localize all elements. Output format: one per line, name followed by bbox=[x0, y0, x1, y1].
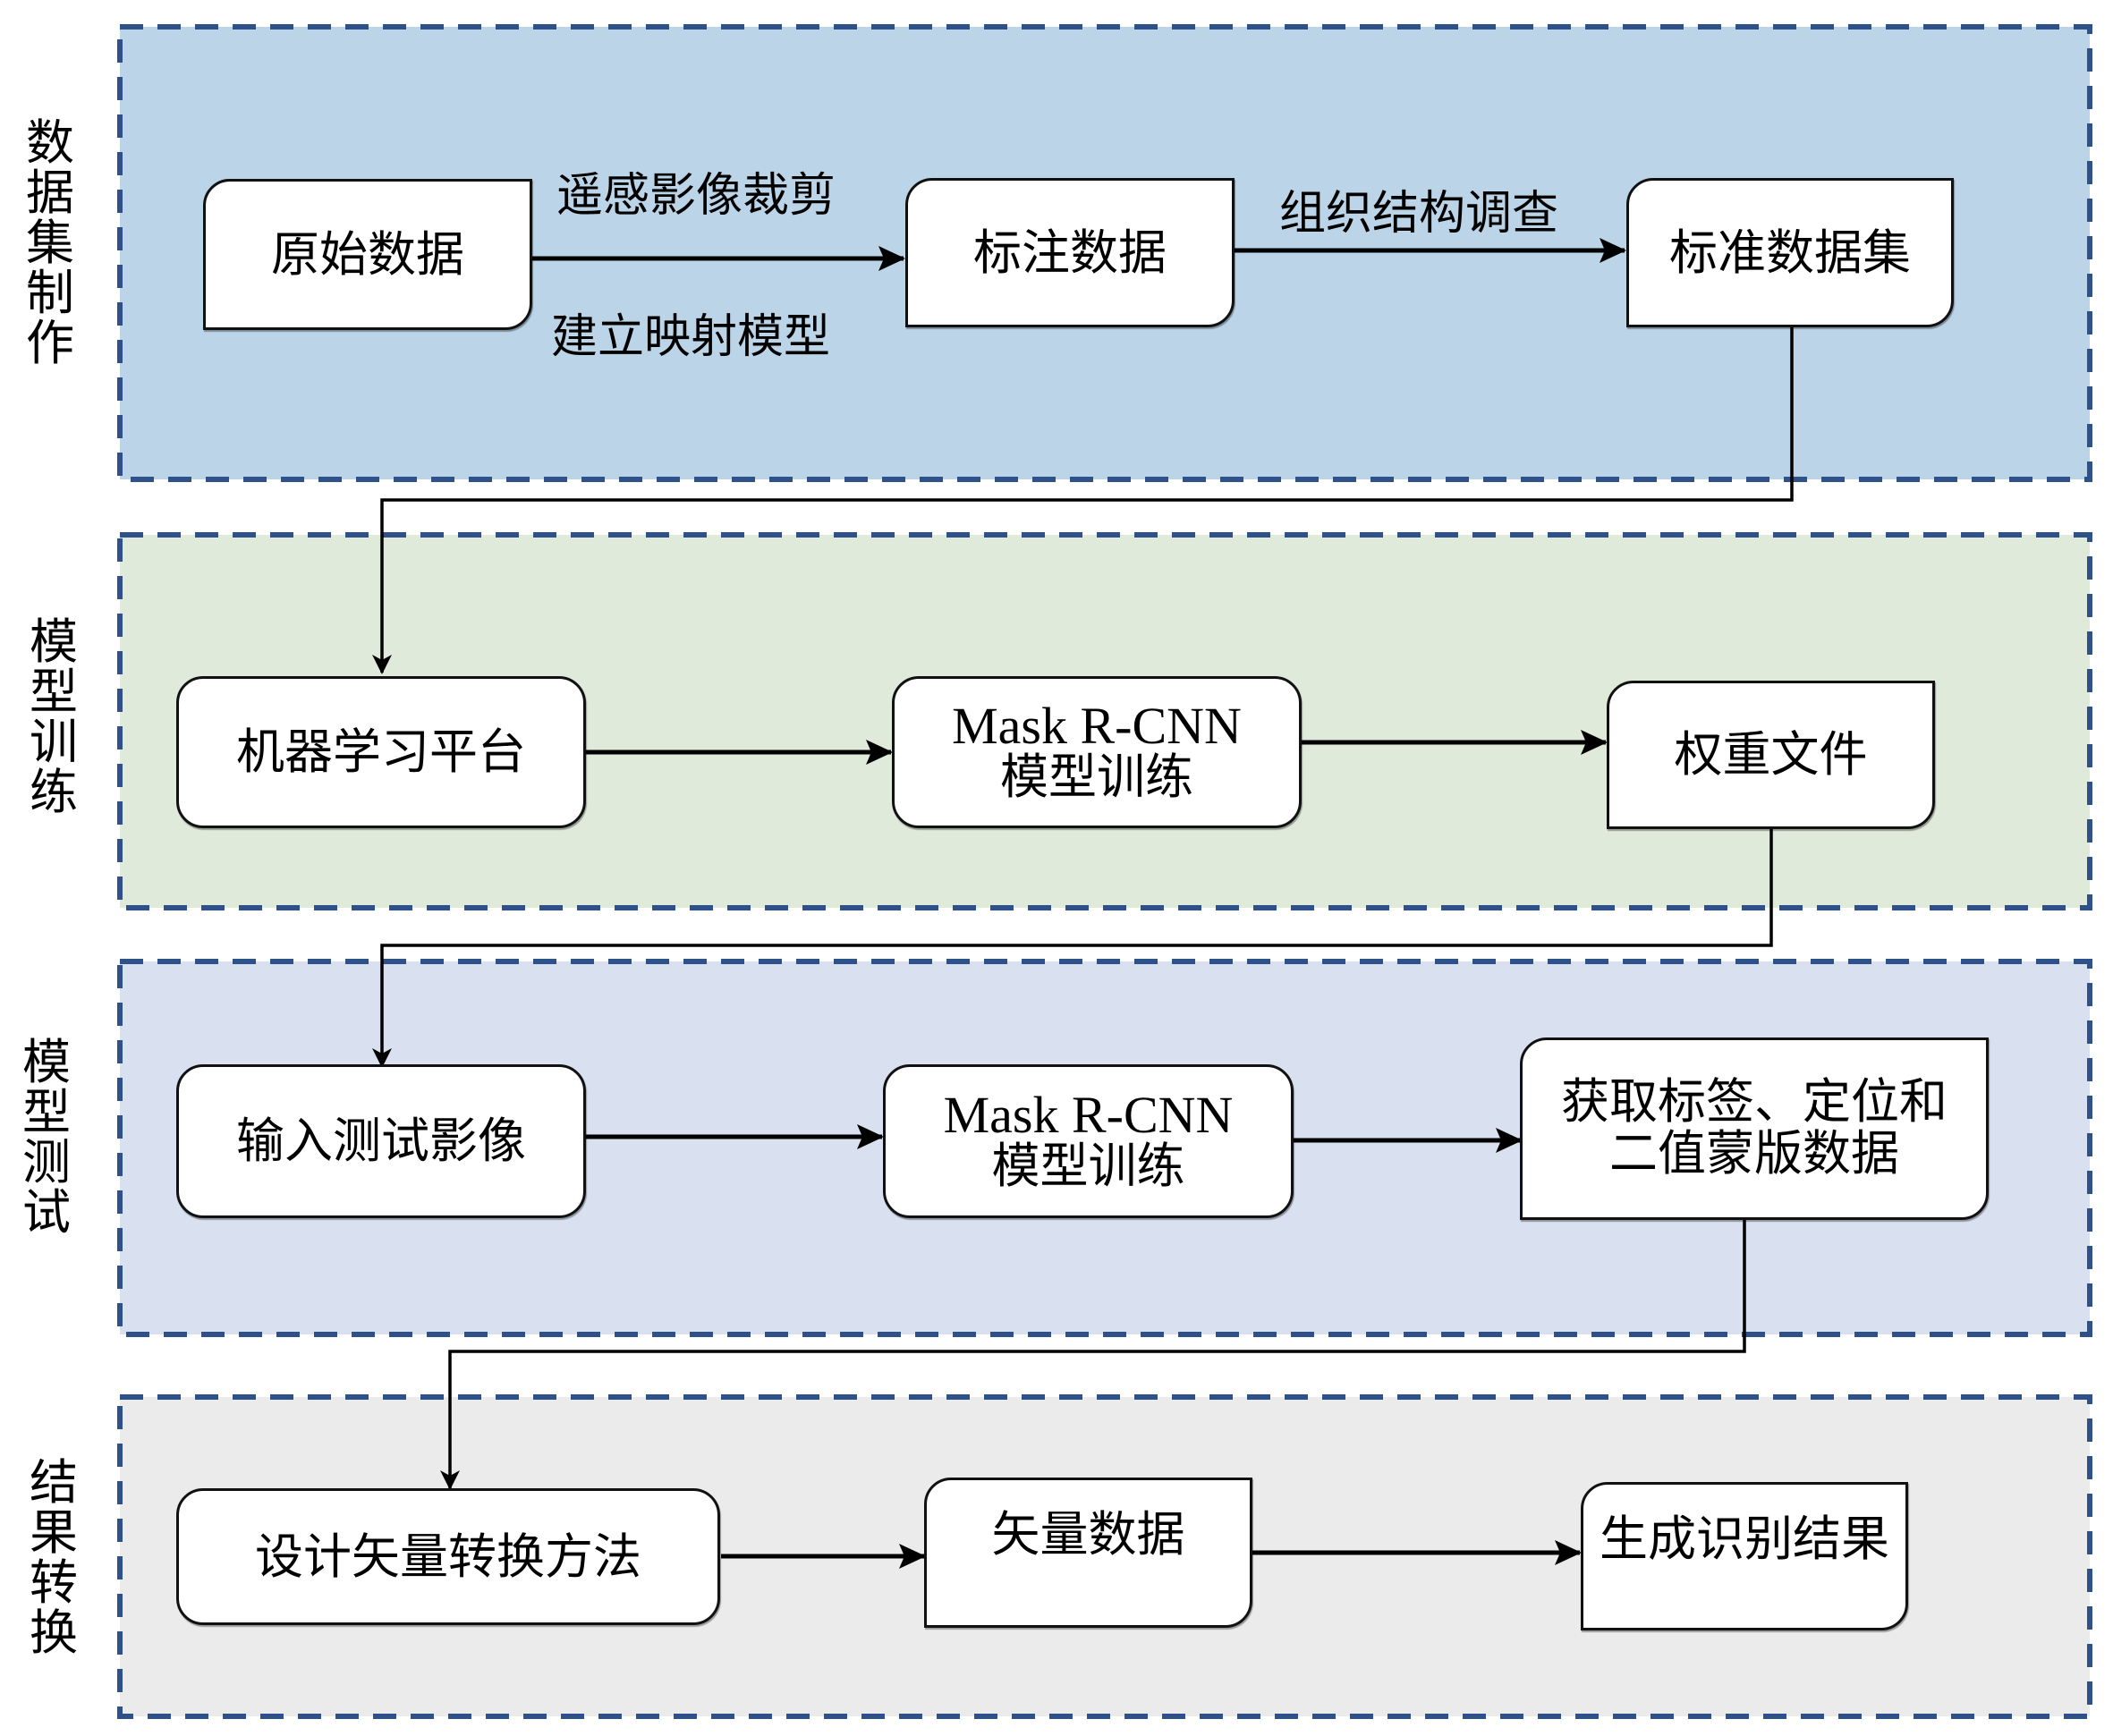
node-design-vector-method[interactable]: 设计矢量转换方法 bbox=[176, 1488, 720, 1625]
node-raw-data[interactable]: 原始数据 bbox=[203, 179, 532, 330]
node-maskrcnn-train-line1: Mask R-CNN bbox=[952, 697, 1242, 755]
node-ml-platform-label: 机器学习平台 bbox=[236, 724, 526, 780]
edge-label-org-structure-survey: 组织结构调查 bbox=[1279, 187, 1559, 241]
node-annotated-data-label: 标注数据 bbox=[973, 224, 1167, 281]
node-maskrcnn-train-line2: 模型训练 bbox=[1000, 749, 1193, 805]
node-get-labels[interactable]: 获取标签、定位和 二值蒙版数据 bbox=[1520, 1037, 1989, 1220]
section-label-result-conversion: 结果转换 bbox=[30, 1454, 78, 1661]
edge-label-build-mapping-model: 建立映射模型 bbox=[551, 310, 831, 364]
node-raw-data-label: 原始数据 bbox=[271, 225, 464, 283]
node-vector-data-label: 矢量数据 bbox=[991, 1506, 1185, 1562]
node-get-labels-line2: 二值蒙版数据 bbox=[1609, 1125, 1899, 1181]
edge-label-remote-sensing-crop: 遥感影像裁剪 bbox=[556, 169, 836, 223]
node-generate-results[interactable]: 生成识别结果 bbox=[1581, 1482, 1908, 1630]
section-label-dataset-production: 数据集制作 bbox=[26, 114, 74, 371]
node-maskrcnn-test-line1: Mask R-CNN bbox=[943, 1086, 1234, 1144]
node-maskrcnn-test[interactable]: Mask R-CNN 模型训练 bbox=[883, 1064, 1294, 1218]
node-maskrcnn-train[interactable]: Mask R-CNN 模型训练 bbox=[892, 676, 1302, 828]
node-vector-data[interactable]: 矢量数据 bbox=[924, 1478, 1252, 1628]
node-ml-platform[interactable]: 机器学习平台 bbox=[176, 676, 586, 828]
node-input-test-image[interactable]: 输入测试影像 bbox=[176, 1064, 586, 1218]
section-label-model-training: 模型训练 bbox=[30, 614, 78, 820]
node-generate-results-label: 生成识别结果 bbox=[1600, 1511, 1889, 1567]
node-standard-dataset-label: 标准数据集 bbox=[1669, 224, 1911, 281]
node-get-labels-line1: 获取标签、定位和 bbox=[1561, 1073, 1948, 1130]
node-weight-file-label: 权重文件 bbox=[1674, 726, 1868, 783]
section-label-model-testing: 模型测试 bbox=[22, 1034, 71, 1241]
node-design-vector-method-label: 设计矢量转换方法 bbox=[255, 1528, 641, 1585]
node-weight-file[interactable]: 权重文件 bbox=[1607, 681, 1935, 829]
node-maskrcnn-test-line2: 模型训练 bbox=[991, 1138, 1185, 1194]
node-input-test-image-label: 输入测试影像 bbox=[236, 1113, 526, 1169]
node-standard-dataset[interactable]: 标准数据集 bbox=[1626, 178, 1954, 327]
node-annotated-data[interactable]: 标注数据 bbox=[905, 178, 1235, 327]
